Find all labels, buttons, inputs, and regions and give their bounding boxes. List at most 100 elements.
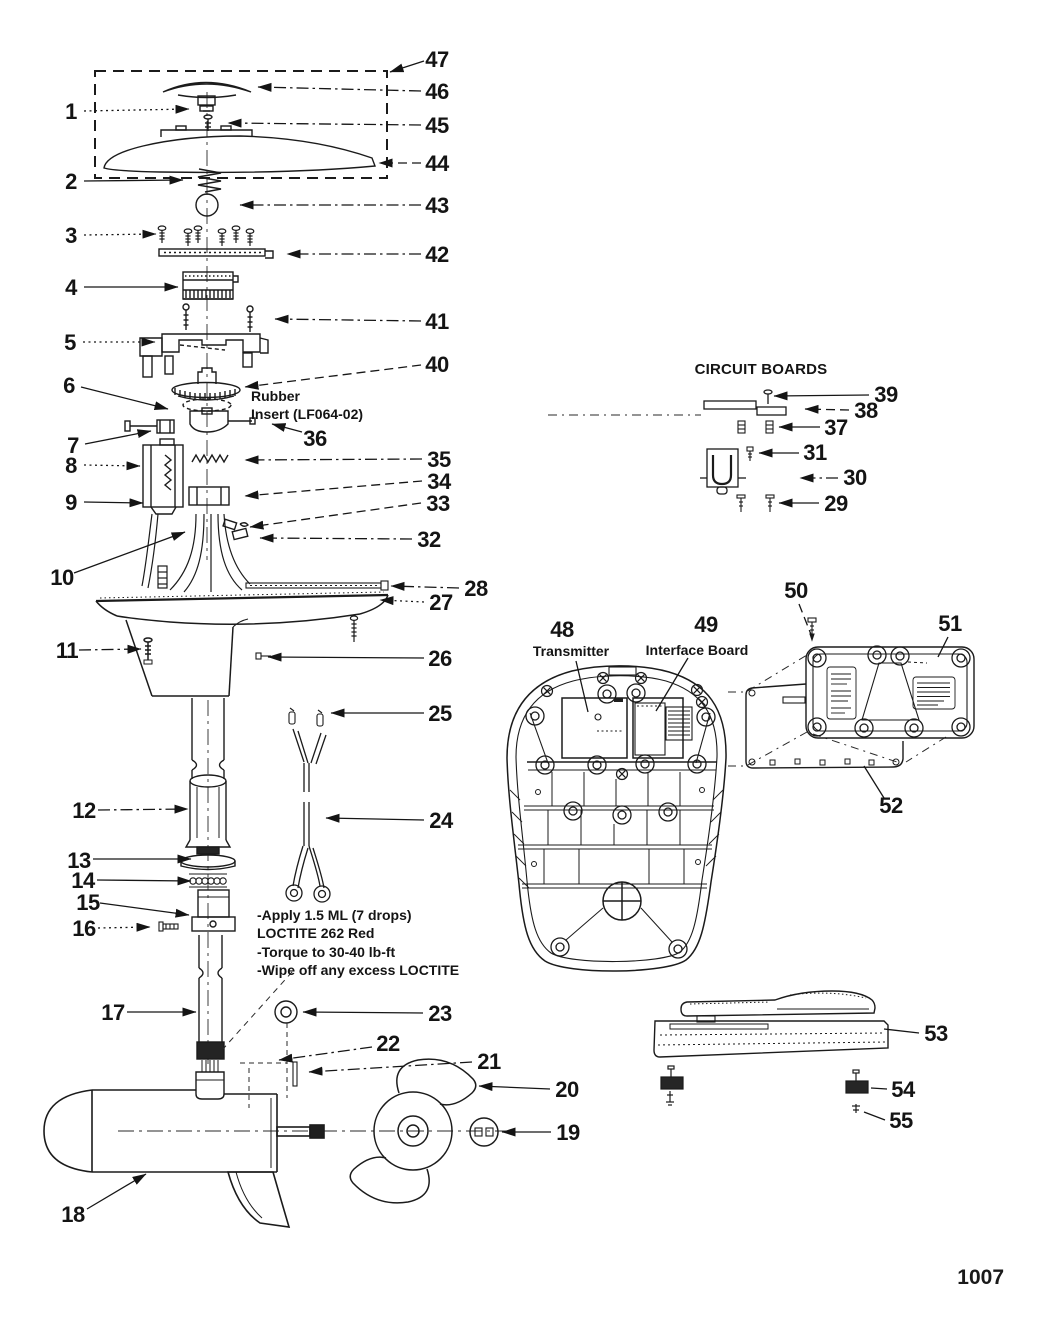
callout-16: 16 [72, 916, 96, 941]
leader-line-24 [325, 813, 425, 823]
leader-line-11 [78, 644, 142, 654]
lower-motor-unit [43, 1089, 325, 1228]
callout-33: 33 [426, 491, 450, 516]
loctite-note-line4: -Wipe off any excess LOCTITE [257, 962, 459, 978]
callout-47: 47 [425, 47, 449, 72]
prop-blade-upper [396, 1058, 477, 1106]
callout-55: 55 [889, 1108, 913, 1133]
callout-50: 50 [784, 578, 808, 603]
prop-nut [469, 1117, 499, 1147]
spec-label-right [912, 676, 956, 710]
callout-26: 26 [428, 646, 452, 671]
page-number: 1007 [957, 1266, 1004, 1289]
callout-41: 41 [425, 309, 449, 334]
solenoid-30 [700, 448, 746, 495]
leader-line-7 [84, 429, 152, 445]
rubber-insert [189, 407, 256, 433]
top-cover-cap [162, 81, 252, 93]
callout-40: 40 [425, 352, 449, 377]
callout-4: 4 [65, 275, 78, 300]
leader-line-51 [937, 636, 949, 658]
circuit-board-lower [756, 406, 787, 416]
leader-line-23 [302, 1007, 424, 1017]
callout-13: 13 [67, 848, 91, 873]
leader-line-12 [97, 804, 189, 814]
circuit-board-upper [703, 400, 757, 410]
rubber-insert-note-line1: Rubber [251, 388, 301, 404]
callout-38: 38 [854, 398, 878, 423]
shaft-collar [184, 774, 232, 848]
pedal-side-view [653, 990, 889, 1058]
callout-18: 18 [61, 1202, 85, 1227]
centerlines [118, 92, 506, 1132]
callout-5: 5 [64, 330, 76, 355]
rubber-insert-note-line2: Insert (LF064-02) [251, 406, 363, 422]
interface-board-part [632, 697, 693, 759]
bearing-14 [189, 873, 227, 888]
callout-49: 49 [694, 612, 718, 637]
callout-28: 28 [464, 576, 488, 601]
leader-line-3 [83, 229, 157, 239]
head-cover-dome [103, 135, 376, 174]
leader-line-50 [798, 603, 813, 638]
leader-line-28 [390, 581, 460, 591]
leader-line-41 [274, 314, 422, 324]
leader-line-1 [83, 104, 190, 114]
callout-44: 44 [425, 151, 450, 176]
callout-35: 35 [427, 447, 451, 472]
circuit-boards-assembly [700, 389, 787, 512]
callout-8: 8 [65, 453, 77, 478]
leader-line-21 [308, 1061, 473, 1076]
leader-line-39 [773, 391, 870, 401]
leader-line-40 [244, 364, 422, 390]
o-ring-23 [274, 1000, 298, 1024]
spring [197, 168, 222, 193]
callout-10: 10 [50, 565, 74, 590]
skeg-fin [226, 1171, 291, 1228]
callout-46: 46 [425, 79, 449, 104]
coupler [188, 486, 230, 506]
callout-31: 31 [803, 440, 827, 465]
leader-line-15 [99, 902, 190, 918]
callout-11: 11 [56, 638, 79, 663]
callout-53: 53 [924, 1021, 948, 1046]
edge-hatch [509, 789, 724, 889]
coil-spring [191, 453, 229, 464]
locator-dashes [222, 414, 947, 1108]
pad-left [660, 1076, 684, 1090]
armature-screws [182, 303, 254, 332]
leader-line-20 [478, 1082, 551, 1092]
loctite-note-line3: -Torque to 30-40 lb-ft [257, 944, 396, 960]
callout-48: 48 [550, 617, 574, 642]
callout-42: 42 [425, 242, 449, 267]
pad-right [845, 1080, 869, 1094]
callout-15: 15 [76, 890, 100, 915]
spec-label-left [826, 666, 857, 720]
callout-27: 27 [429, 590, 453, 615]
propeller [349, 1058, 499, 1204]
leader-line-9 [83, 498, 144, 508]
callout-37: 37 [824, 415, 848, 440]
leader-line-35 [244, 455, 423, 465]
control-box-cover-51 [805, 645, 975, 739]
leader-line-10 [73, 531, 186, 574]
loctite-note-line2: LOCTITE 262 Red [257, 925, 374, 941]
callout-51: 51 [938, 611, 962, 636]
transmitter-label: Transmitter [533, 643, 610, 659]
callout-54: 54 [891, 1077, 916, 1102]
callout-52: 52 [879, 793, 903, 818]
leader-line-48 [575, 660, 589, 713]
terminal-pins-25 [288, 707, 324, 727]
top-bracket [608, 666, 637, 676]
leader-line-2 [83, 175, 184, 185]
mounting-plate-52 [745, 683, 904, 769]
callout-21: 21 [477, 1049, 501, 1074]
leader-line-27 [379, 596, 425, 606]
screws-29 [736, 494, 775, 512]
lower-wires [201, 1060, 219, 1072]
leader-line-18 [86, 1173, 147, 1210]
leader-line-26 [267, 652, 425, 662]
solenoid-housing [142, 438, 184, 515]
leg-coupler [195, 1071, 225, 1100]
